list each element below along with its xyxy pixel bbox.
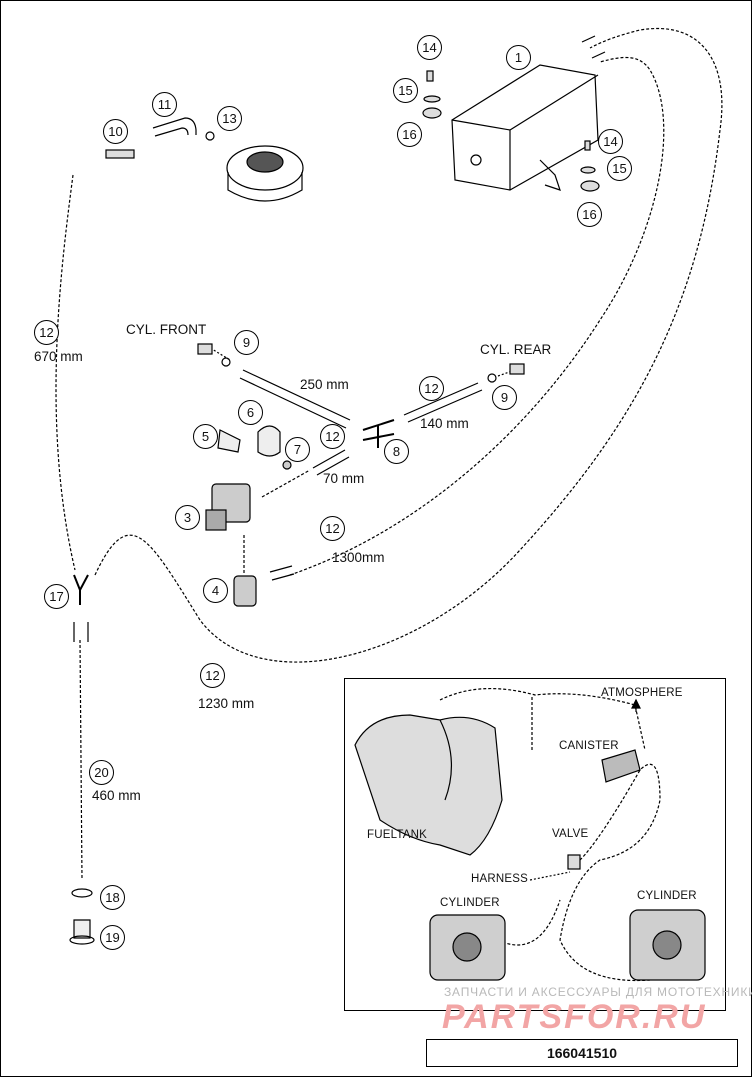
inset-valve-hose [559, 763, 661, 982]
inset-label-atmosphere: ATMOSPHERE [601, 687, 683, 699]
callout-15-right: 15 [607, 156, 632, 181]
callout-13: 13 [217, 106, 242, 131]
callout-9-rear: 9 [492, 385, 517, 410]
canister-edge [451, 74, 599, 190]
tube-460mm-top [73, 622, 89, 642]
callout-18: 18 [100, 885, 125, 910]
label-250mm: 250 mm [300, 377, 349, 392]
label-70mm: 70 mm [323, 471, 365, 486]
hose-70mm-dash [261, 469, 311, 498]
callout-12-70: 12 [320, 424, 345, 449]
callout-20: 20 [89, 760, 114, 785]
callout-14-right: 14 [598, 129, 623, 154]
part-11 [152, 117, 197, 137]
callout-19: 19 [100, 925, 125, 950]
callout-17: 17 [44, 584, 69, 609]
label-670mm: 670 mm [34, 349, 83, 364]
canister-body [451, 64, 599, 191]
callout-15-top: 15 [393, 78, 418, 103]
callout-12-1230: 12 [200, 663, 225, 688]
callout-1: 1 [506, 45, 531, 70]
inset-label-harness: HARNESS [471, 873, 528, 885]
hose-670mm [55, 174, 76, 571]
inset-label-fueltank: FUELTANK [367, 829, 427, 841]
callout-12-1300: 12 [320, 516, 345, 541]
label-cyl-rear: CYL. REAR [480, 342, 552, 357]
bracket-5 [217, 429, 241, 453]
clip-6 [257, 425, 281, 457]
tube-1300mm-end [269, 565, 295, 581]
inset-label-cylinder-left: CYLINDER [440, 897, 500, 909]
watermark-tagline: ЗАПЧАСТИ И АКСЕССУАРЫ ДЛЯ МОТОТЕХНИКИ [444, 985, 752, 999]
y-piece-17 [73, 574, 89, 605]
inset-canister [601, 749, 641, 783]
label-460mm: 460 mm [92, 788, 141, 803]
inset-tank [354, 714, 503, 856]
callout-6: 6 [238, 400, 263, 425]
watermark-brand: PARTSFOR.RU [442, 998, 707, 1036]
valve-4 [233, 575, 257, 607]
callout-16-right: 16 [577, 202, 602, 227]
inset-hose-top [439, 688, 646, 751]
callout-11: 11 [152, 92, 177, 117]
label-1300mm: 1300mm [332, 550, 385, 565]
callout-14-top: 14 [417, 35, 442, 60]
callout-3: 3 [175, 505, 200, 530]
hose-460mm [79, 639, 83, 881]
callout-5: 5 [193, 424, 218, 449]
callout-16-top: 16 [397, 122, 422, 147]
callout-9-front: 9 [234, 330, 259, 355]
tee-fitting [362, 419, 395, 448]
callout-4: 4 [203, 578, 228, 603]
callout-7: 7 [285, 437, 310, 462]
inset-schematic-box [344, 678, 726, 1011]
callout-8: 8 [384, 439, 409, 464]
callout-12-140: 12 [419, 376, 444, 401]
inset-label-valve: VALVE [552, 828, 589, 840]
hose-1300mm [289, 56, 665, 576]
document-number: 166041510 [426, 1039, 738, 1067]
hose-1230mm [94, 28, 723, 663]
canister-bracket [539, 159, 561, 191]
inset-label-cylinder-right: CYLINDER [637, 890, 697, 902]
part-13 [205, 131, 215, 141]
part-10 [105, 149, 135, 159]
label-140mm: 140 mm [420, 416, 469, 431]
callout-12-670: 12 [34, 320, 59, 345]
leader-rear [497, 369, 516, 377]
label-1230mm: 1230 mm [198, 696, 255, 711]
callout-10: 10 [103, 119, 128, 144]
tube-70mm [312, 449, 350, 476]
tube-140mm [403, 382, 483, 423]
tube-250mm [239, 369, 351, 429]
label-cyl-front: CYL. FRONT [126, 322, 207, 337]
inset-label-canister: CANISTER [559, 740, 619, 752]
